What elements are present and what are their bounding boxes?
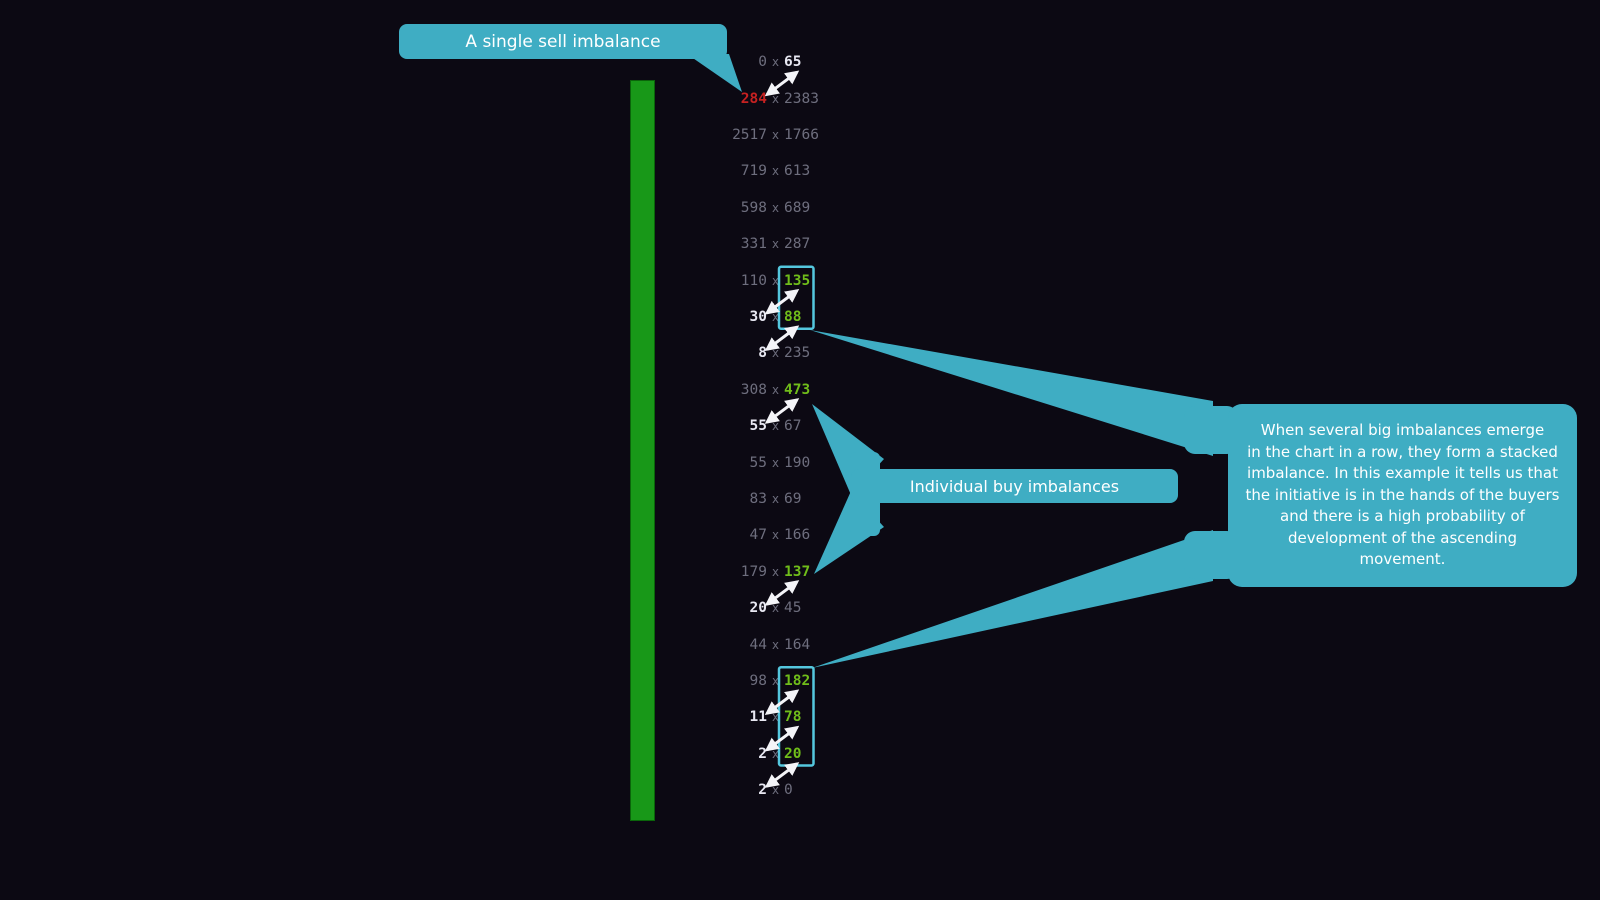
bid-ask-separator: x [771,564,780,579]
footprint-row: 2517 x 1766 [715,117,845,153]
footprint-row: 83 x 69 [715,481,845,517]
bid-value: 20 [749,600,767,617]
bid-value: 308 [740,381,767,398]
bid-value: 179 [740,563,767,580]
ask-value: 287 [784,236,811,253]
bid-ask-separator: x [771,491,780,506]
bid-value: 284 [740,90,767,107]
stacked-imbalance-callout: When several big imbalances emerge in th… [1228,404,1577,587]
ask-value: 67 [784,418,802,435]
ask-value: 473 [784,381,811,398]
ask-value: 69 [784,490,802,507]
bid-value: 598 [740,199,767,216]
footprint-row: 98 x 182 [715,663,845,699]
bid-ask-separator: x [771,346,780,361]
bid-value: 47 [749,527,767,544]
footprint-row: 55 x 67 [715,408,845,444]
ask-value: 190 [784,454,811,471]
bid-value: 0 [758,54,767,71]
bid-ask-separator: x [771,455,780,470]
footprint-row: 308 x 473 [715,372,845,408]
bid-value: 11 [749,709,767,726]
bid-ask-separator: x [771,419,780,434]
bid-value: 110 [740,272,767,289]
ask-value: 182 [784,672,811,689]
bid-value: 2517 [732,126,767,143]
footprint-row: 55 x 190 [715,444,845,480]
ask-value: 78 [784,709,802,726]
bid-value: 44 [749,636,767,653]
bid-value: 98 [749,672,767,689]
ask-value: 235 [784,345,811,362]
ask-value: 1766 [784,126,819,143]
bid-ask-separator: x [771,601,780,616]
ask-value: 45 [784,600,802,617]
footprint-row: 598 x 689 [715,190,845,226]
bid-value: 55 [749,454,767,471]
footprint-row: 331 x 287 [715,226,845,262]
bid-value: 2 [758,745,767,762]
bid-ask-separator: x [771,309,780,324]
footprint-row: 284 x 2383 [715,80,845,116]
footprint-row: 44 x 164 [715,626,845,662]
bid-value: 331 [740,236,767,253]
bid-ask-separator: x [771,164,780,179]
bid-ask-separator: x [771,382,780,397]
bid-ask-separator: x [771,55,780,70]
ask-value: 88 [784,308,802,325]
bid-ask-separator: x [771,673,780,688]
sell-imbalance-callout-label: A single sell imbalance [465,31,661,52]
ask-value: 20 [784,745,802,762]
footprint-row: 47 x 166 [715,517,845,553]
bid-ask-separator: x [771,746,780,761]
footprint-row: 110 x 135 [715,262,845,298]
stacked-callout-bottom-beam [812,530,1213,668]
sell-imbalance-callout: A single sell imbalance [399,24,727,59]
ask-value: 164 [784,636,811,653]
bid-ask-separator: x [771,783,780,798]
bid-value: 2 [758,782,767,799]
bid-ask-separator: x [771,637,780,652]
stacked-imbalance-callout-text: When several big imbalances emerge in th… [1245,421,1560,569]
bid-ask-separator: x [771,91,780,106]
bid-ask-separator: x [771,237,780,252]
stacked-callout-top-beam [810,330,1213,456]
footprint-row: 179 x 137 [715,554,845,590]
bid-ask-separator: x [771,273,780,288]
bid-ask-separator: x [771,127,780,142]
buy-imbalances-callout: Individual buy imbalances [851,469,1178,503]
buy-imbalances-callout-label: Individual buy imbalances [909,476,1120,496]
footprint-row: 20 x 45 [715,590,845,626]
ask-value: 135 [784,272,811,289]
footprint-row: 719 x 613 [715,153,845,189]
bid-value: 8 [758,345,767,362]
ask-value: 65 [784,54,802,71]
ask-value: 689 [784,199,811,216]
footprint-row: 30 x 88 [715,299,845,335]
bullish-candle-body [630,80,655,821]
ask-value: 613 [784,163,811,180]
bid-value: 30 [749,308,767,325]
ask-value: 166 [784,527,811,544]
bid-value: 719 [740,163,767,180]
bid-value: 83 [749,490,767,507]
ask-value: 2383 [784,90,819,107]
bid-ask-separator: x [771,528,780,543]
bid-ask-separator: x [771,200,780,215]
footprint-row: 11 x 78 [715,699,845,735]
bid-value: 55 [749,418,767,435]
ask-value: 137 [784,563,811,580]
ask-value: 0 [784,782,793,799]
bid-ask-separator: x [771,710,780,725]
